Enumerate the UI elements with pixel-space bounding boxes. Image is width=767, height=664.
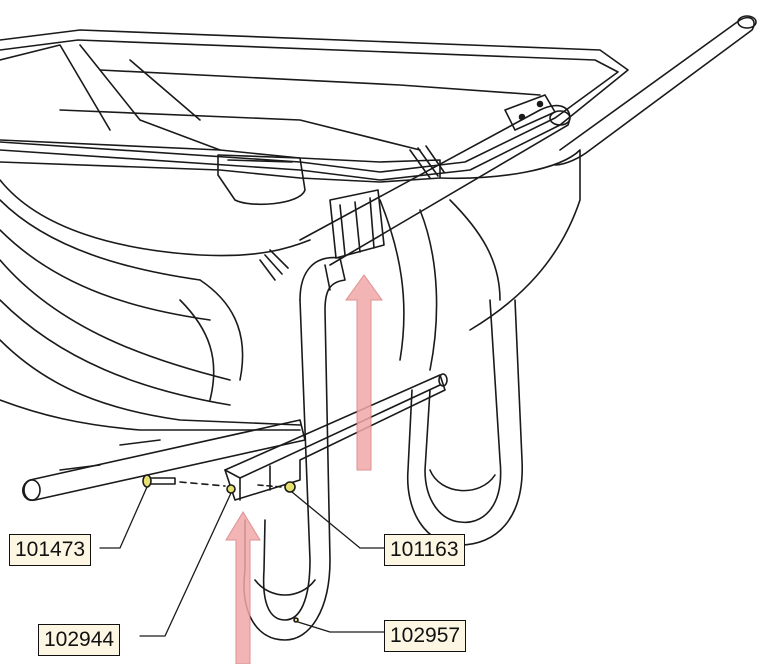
callout-101473: 101473 [9,534,92,566]
direction-arrows [225,274,383,664]
front-leg-102957 [243,256,346,641]
cross-bar [224,373,448,501]
tray [0,29,629,431]
handle-frame [22,15,757,502]
rear-leg [406,299,523,546]
callout-102957: 102957 [384,620,467,652]
washer-102944 [226,484,236,494]
bolt-path [179,481,226,487]
callout-101163: 101163 [384,534,465,566]
nut-101163 [257,481,296,493]
callout-102944: 102944 [38,624,121,656]
bolt-101473 [142,474,176,488]
leader-lines [99,486,385,637]
up-arrow-lower [225,511,261,664]
leg-hole-marker [293,617,299,623]
up-arrow-upper [345,274,383,471]
